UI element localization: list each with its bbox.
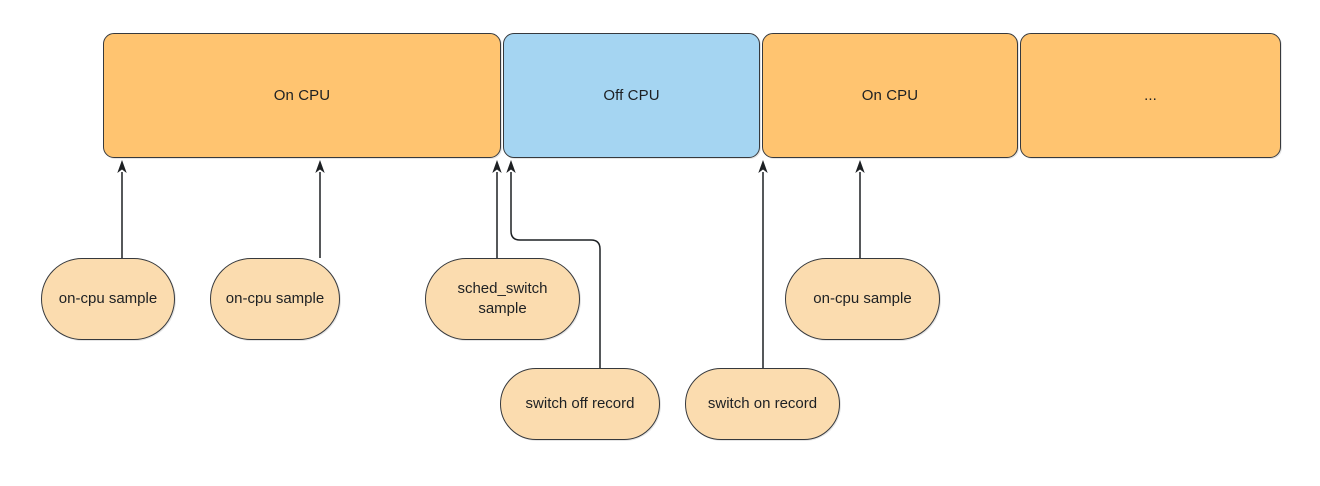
sample-node-on-cpu-3[interactable]: on-cpu sample: [785, 258, 940, 340]
sample-node-on-cpu-2[interactable]: on-cpu sample: [210, 258, 340, 340]
arrow-head: [855, 160, 865, 173]
arrow-head: [315, 160, 325, 173]
record-node-label: switch on record: [707, 395, 818, 413]
record-node-label: switch off record: [525, 395, 635, 413]
sample-node-on-cpu-1[interactable]: on-cpu sample: [41, 258, 175, 340]
arrow-head: [758, 160, 768, 173]
sample-node-label: on-cpu sample: [225, 290, 325, 308]
connector-line-orthogonal: [510, 172, 601, 368]
record-node-switch-off[interactable]: switch off record: [500, 368, 660, 440]
sample-node-label: on-cpu sample: [813, 290, 912, 308]
arrow-head: [117, 160, 127, 173]
record-node-switch-on[interactable]: switch on record: [685, 368, 840, 440]
arrow-head: [506, 160, 516, 173]
sample-node-label: on-cpu sample: [58, 290, 158, 308]
arrow-head: [492, 160, 502, 173]
